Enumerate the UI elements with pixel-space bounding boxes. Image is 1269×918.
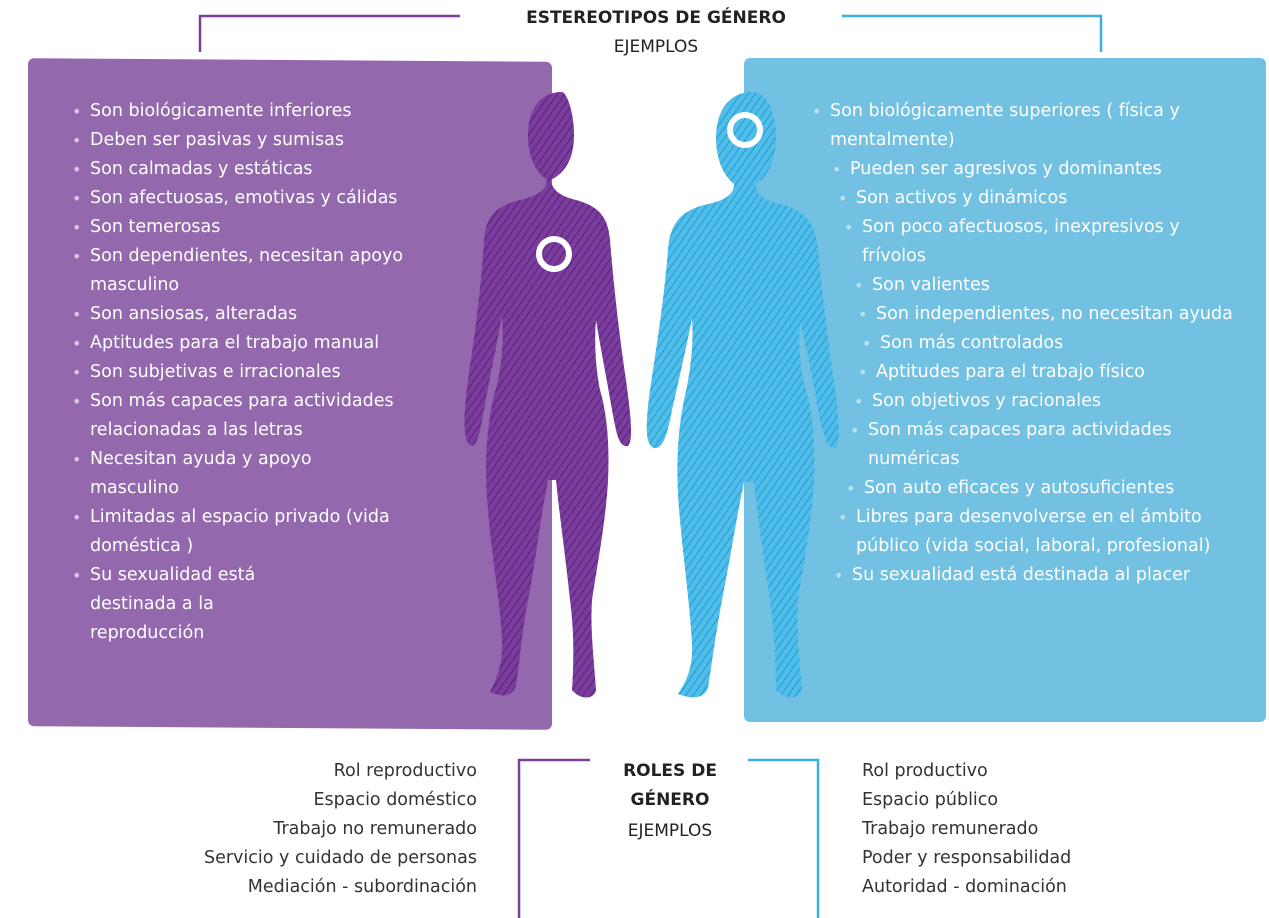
list-item: Autoridad - dominación (862, 877, 1067, 897)
female-roles-list: Rol reproductivo Espacio doméstico Traba… (204, 757, 477, 902)
list-item: •Son más capaces para actividades relaci… (72, 391, 394, 440)
list-item: •Son valientes (854, 275, 990, 295)
list-item: •Son independientes, no necesitan ayuda (858, 304, 1233, 324)
list-item: •Pueden ser agresivos y dominantes (832, 159, 1162, 179)
list-item: Trabajo remunerado (862, 819, 1039, 839)
list-item: Rol productivo (862, 761, 988, 781)
female-symbol-circle (536, 236, 572, 272)
female-figure (464, 92, 632, 698)
list-item: •Son subjetivas e irracionales (72, 362, 341, 382)
list-item: •Son calmadas y estáticas (72, 159, 313, 179)
roles-subtitle: EJEMPLOS (627, 821, 713, 841)
header-subtitle: EJEMPLOS (613, 37, 699, 57)
list-item: Espacio público (862, 790, 999, 810)
list-item: •Su sexualidad está destinada al placer (834, 565, 1191, 585)
list-item: •Son más controlados (862, 333, 1064, 353)
list-item: Poder y responsabilidad (862, 848, 1072, 868)
list-item: •Son afectuosas, emotivas y cálidas (72, 188, 398, 208)
male-symbol-circle (727, 112, 763, 148)
list-item: •Son biológicamente inferiores (72, 101, 352, 121)
list-item: •Aptitudes para el trabajo manual (72, 333, 380, 353)
male-stereotypes-list: •Son biológicamente superiores ( física … (810, 97, 1250, 590)
roles-title-line1: ROLES DE (623, 761, 717, 781)
list-item: •Necesitan ayuda y apoyo masculino (72, 449, 312, 498)
list-item: •Libres para desenvolverse en el ámbito … (838, 507, 1211, 556)
roles-title-line2: GÉNERO (630, 790, 710, 810)
header-title: ESTEREOTIPOS DE GÉNERO (526, 8, 786, 28)
list-item: •Son poco afectuosos, inexpresivos y frí… (844, 217, 1180, 266)
list-item: •Son biológicamente superiores ( física … (812, 101, 1180, 150)
list-item: Espacio doméstico (313, 790, 477, 810)
list-item: •Son activos y dinámicos (838, 188, 1068, 208)
list-item: Trabajo no remunerado (273, 819, 477, 839)
list-item: Mediación - subordinación (247, 877, 477, 897)
list-item: •Aptitudes para el trabajo físico (858, 362, 1145, 382)
list-item: Servicio y cuidado de personas (203, 848, 477, 868)
list-item: •Son auto eficaces y autosuficientes (846, 478, 1175, 498)
list-item: •Limitadas al espacio privado (vida domé… (72, 507, 390, 556)
list-item: •Son ansiosas, alteradas (72, 304, 298, 324)
list-item: •Son temerosas (72, 217, 221, 237)
roles-title: ROLES DE GÉNERO (570, 757, 770, 815)
list-item: Rol reproductivo (333, 761, 477, 781)
list-item: •Son dependientes, necesitan apoyo mascu… (72, 246, 404, 295)
list-item: •Deben ser pasivas y sumisas (72, 130, 344, 150)
list-item: •Son más capaces para actividades numéri… (850, 420, 1172, 469)
male-figure (646, 92, 840, 698)
list-item: •Su sexualidad está destinada a la repro… (72, 565, 256, 643)
female-stereotypes-list: •Son biológicamente inferiores •Deben se… (70, 97, 460, 648)
list-item: •Son objetivos y racionales (854, 391, 1101, 411)
male-roles-list: Rol productivo Espacio público Trabajo r… (862, 757, 1071, 902)
